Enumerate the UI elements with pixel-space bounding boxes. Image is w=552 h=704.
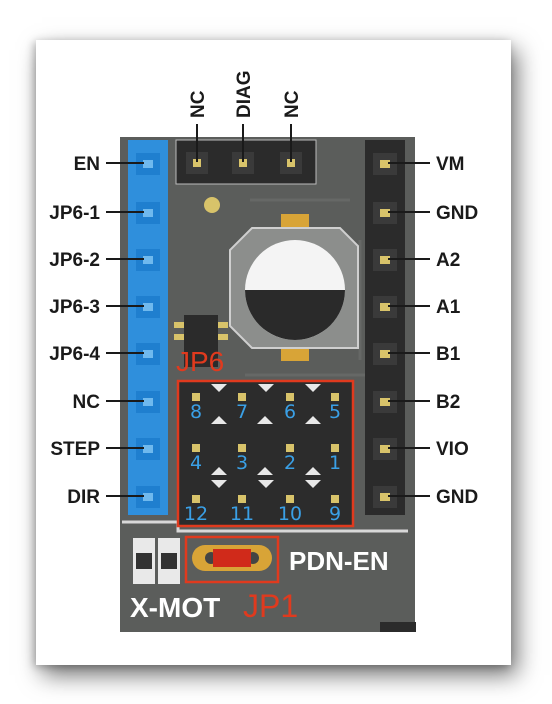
jp6-arrow	[211, 416, 227, 424]
right-pin-label: B2	[436, 392, 460, 413]
jp6-arrow	[211, 384, 227, 392]
jp1-bridge	[184, 535, 280, 584]
jp6-pad	[192, 444, 200, 452]
jp6-pad	[238, 393, 246, 401]
right-pin-hole	[380, 160, 390, 168]
jp6-block	[176, 379, 355, 528]
jp6-arrow	[257, 416, 273, 424]
right-pin-hole	[380, 303, 390, 311]
left-pin-label: JP6-2	[49, 250, 100, 271]
left-pin-hole	[143, 398, 153, 406]
jp6-arrow	[305, 416, 321, 424]
jp1-label: JP1	[243, 588, 298, 624]
jp6-pad	[286, 393, 294, 401]
right-pin-hole	[380, 256, 390, 264]
top-pin-label: DIAG	[234, 71, 255, 119]
jp6-pad	[331, 444, 339, 452]
top-pin-label: NC	[188, 90, 209, 118]
jp6-arrow	[257, 467, 273, 475]
jp6-pad	[286, 444, 294, 452]
bottom-right-part	[380, 622, 416, 632]
left-pin-hole	[143, 350, 153, 358]
left-pin-hole	[143, 303, 153, 311]
jp6-pad	[331, 495, 339, 503]
jp6-pin-number: 12	[184, 503, 208, 525]
jp6-pad	[238, 444, 246, 452]
jp6-pad	[286, 495, 294, 503]
jp6-pin-number: 5	[329, 401, 341, 423]
small-chip	[174, 315, 228, 367]
jp6-pin-number: 9	[329, 503, 341, 525]
jp6-pin-number: 4	[190, 452, 202, 474]
right-pin-label: B1	[436, 344, 461, 365]
left-pin-hole	[143, 256, 153, 264]
left-pin-label: JP6-3	[49, 297, 100, 318]
jp6-pin-number: 3	[236, 452, 248, 474]
left-pin-label: STEP	[50, 439, 100, 460]
right-pin-label: GND	[436, 487, 478, 508]
jp6-pin-number: 10	[278, 503, 302, 525]
right-pin-hole	[380, 445, 390, 453]
right-pin-hole	[380, 209, 390, 217]
jp6-arrow	[305, 480, 321, 488]
jp6-arrow	[211, 467, 227, 475]
left-pin-label: DIR	[67, 487, 100, 508]
jp6-pad	[331, 393, 339, 401]
round-pad	[204, 197, 220, 213]
top-pin-hole	[287, 159, 295, 167]
pdn-en-label: PDN-EN	[289, 546, 389, 576]
right-pin-hole	[380, 350, 390, 358]
left-pin-label: JP6-1	[49, 203, 100, 224]
right-pin-label: GND	[436, 203, 478, 224]
jp6-pad	[238, 495, 246, 503]
jp6-pin-number: 1	[329, 452, 341, 474]
capacitor	[229, 214, 359, 361]
left-pin-hole	[143, 445, 153, 453]
jp6-pin-number: 7	[236, 401, 248, 423]
right-pin-label: VM	[436, 154, 465, 175]
right-pin-hole	[380, 493, 390, 501]
left-pin-label: JP6-4	[49, 344, 100, 365]
left-pin-hole	[143, 493, 153, 501]
right-pin-hole	[380, 398, 390, 406]
top-pin-hole	[239, 159, 247, 167]
x-mot-label: X-MOT	[130, 592, 220, 623]
top-pin-hole	[193, 159, 201, 167]
left-pin-hole	[143, 160, 153, 168]
jp6-pad	[192, 393, 200, 401]
left-pin-label: EN	[74, 154, 100, 175]
left-pin-hole	[143, 209, 153, 217]
jp6-pin-number: 2	[284, 452, 296, 474]
right-pin-label: A2	[436, 250, 460, 271]
jp6-pad	[192, 495, 200, 503]
jp6-arrow	[258, 480, 274, 488]
jp6-arrow	[211, 480, 227, 488]
jp6-arrow	[305, 384, 321, 392]
left-pin-label: NC	[73, 392, 101, 413]
right-pin-label: A1	[436, 297, 461, 318]
jp6-pin-number: 8	[190, 401, 202, 423]
resistors	[133, 538, 180, 584]
jp6-pin-number: 6	[284, 401, 296, 423]
jp6-pin-number: 11	[230, 503, 254, 525]
jp6-label: JP6	[176, 346, 224, 377]
right-pin-label: VIO	[436, 439, 469, 460]
top-pin-label: NC	[282, 90, 303, 118]
jp6-arrow	[258, 384, 274, 392]
jp6-arrow	[305, 467, 321, 475]
